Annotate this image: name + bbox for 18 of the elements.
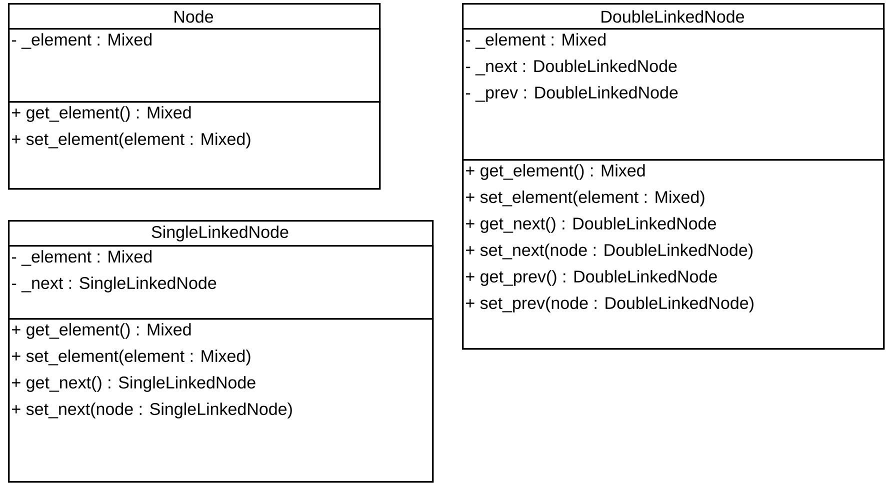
attribute-text: - _prev : DoubleLinkedNode <box>466 86 678 102</box>
attribute-text: - _element : Mixed <box>466 33 606 49</box>
attribute-text: - _next : DoubleLinkedNode <box>466 60 677 76</box>
method-text: + set_next(node : DoubleLinkedNode) <box>466 244 752 260</box>
method-text: + set_element(element : Mixed) <box>12 132 250 148</box>
method-text: + set_element(element : Mixed) <box>466 190 704 206</box>
attribute-text: - _element : Mixed <box>12 33 152 49</box>
method-text: + set_element(element : Mixed) <box>12 350 250 366</box>
method-text: + get_element() : Mixed <box>12 106 191 122</box>
method-text: + set_prev(node : DoubleLinkedNode) <box>466 296 754 312</box>
method-text: + get_element() : Mixed <box>466 164 645 180</box>
method-text: + set_next(node : SingleLinkedNode) <box>12 402 292 418</box>
method-text: + get_prev() : DoubleLinkedNode <box>466 270 717 286</box>
method-text: + get_next() : DoubleLinkedNode <box>466 217 716 233</box>
attribute-text: - _next : SingleLinkedNode <box>12 276 216 292</box>
attribute-text: - _element : Mixed <box>12 250 152 266</box>
method-text: + get_next() : SingleLinkedNode <box>12 376 256 392</box>
method-text: + get_element() : Mixed <box>12 323 191 339</box>
